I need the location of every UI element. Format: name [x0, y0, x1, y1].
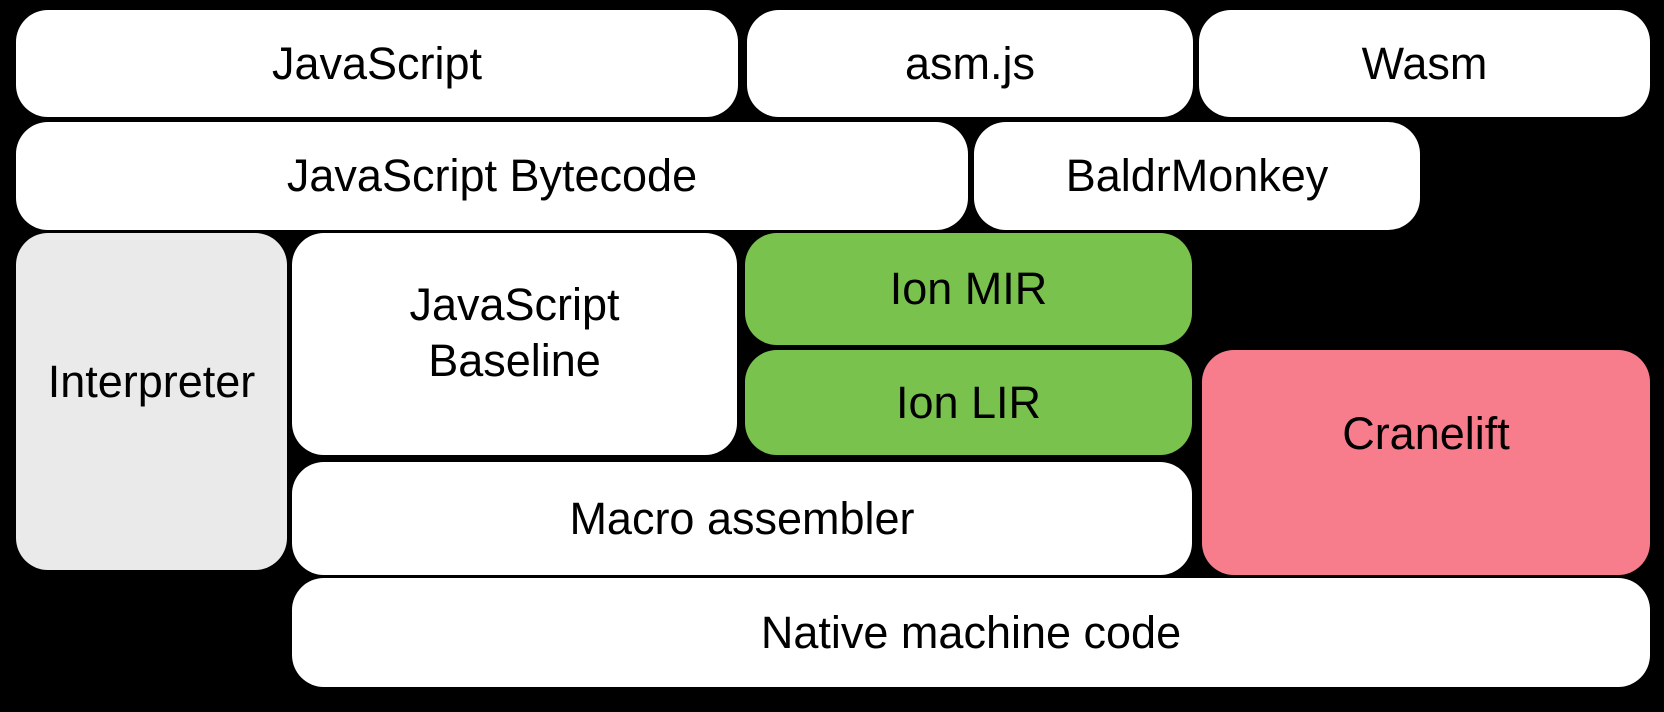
node-wasm-label: Wasm — [1361, 37, 1488, 89]
node-wasm: Wasm — [1199, 10, 1650, 117]
node-javascript-baseline: JavaScript Baseline — [292, 233, 737, 455]
node-javascript-label: JavaScript — [271, 37, 483, 89]
node-javascript: JavaScript — [16, 10, 738, 117]
node-ion-lir-label: Ion LIR — [895, 376, 1042, 428]
node-ion-mir-label: Ion MIR — [889, 263, 1048, 315]
node-baldrmonkey: BaldrMonkey — [974, 122, 1420, 230]
node-javascript-bytecode-label: JavaScript Bytecode — [286, 150, 698, 202]
node-native-machine-code: Native machine code — [292, 578, 1650, 687]
node-cranelift: Cranelift — [1202, 350, 1650, 575]
node-interpreter: Interpreter — [16, 233, 287, 570]
node-ion-lir: Ion LIR — [745, 350, 1192, 455]
node-macro-assembler: Macro assembler — [292, 462, 1192, 575]
node-baldrmonkey-label: BaldrMonkey — [1065, 150, 1329, 202]
node-interpreter-label: Interpreter — [47, 355, 256, 407]
node-cranelift-label: Cranelift — [1342, 407, 1510, 459]
node-native-machine-code-label: Native machine code — [760, 606, 1182, 658]
node-javascript-baseline-label: JavaScript Baseline — [409, 279, 620, 386]
node-javascript-bytecode: JavaScript Bytecode — [16, 122, 968, 230]
node-asmjs-label: asm.js — [904, 37, 1035, 89]
node-asmjs: asm.js — [747, 10, 1193, 117]
node-ion-mir: Ion MIR — [745, 233, 1192, 345]
node-macro-assembler-label: Macro assembler — [569, 492, 915, 544]
